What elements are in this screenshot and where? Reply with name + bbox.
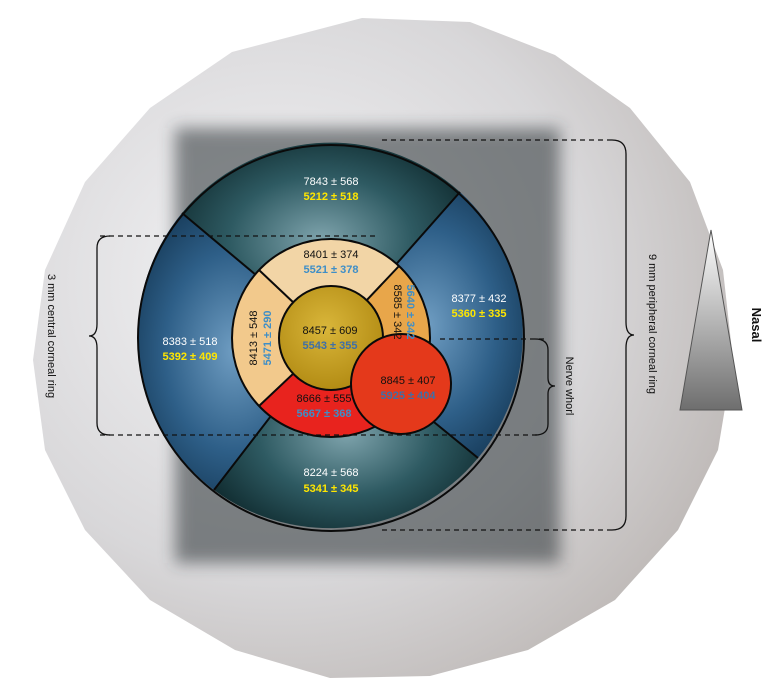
nasal-peripheral-top: 8377 ± 432 [452,293,507,305]
inferior-peripheral-top: 8224 ± 568 [304,467,359,479]
nasal-label: Nasal [749,308,764,343]
nasal-peripheral-bottom: 5360 ± 335 [452,308,507,320]
superior-peripheral-top: 7843 ± 568 [304,176,359,188]
inferior-central-bottom: 5667 ± 368 [297,408,352,420]
peripheral-ring-brace [611,139,635,531]
nerve-whorl-brace [534,338,556,436]
peripheral-guides [100,139,612,531]
central-ring-brace [88,235,111,436]
center-bottom: 5543 ± 355 [303,340,358,352]
inferior-peripheral-bottom: 5341 ± 345 [304,483,359,495]
peripheral-ring-label: 9 mm peripheral corneal ring [646,254,658,394]
temporal-peripheral-top: 8383 ± 518 [163,336,218,348]
temporal-peripheral-bottom: 5392 ± 409 [163,351,218,363]
superior-peripheral-bottom: 5212 ± 518 [304,191,359,203]
nerve-whorl-label: Nerve whorl [563,357,575,416]
whorl-bottom: 5925 ± 404 [381,390,437,402]
whorl-top: 8845 ± 407 [381,375,436,387]
nerve-whorl-circle [350,333,452,435]
inferior-central-top: 8666 ± 555 [297,393,352,405]
nasal-direction-triangle [679,229,743,411]
superior-central-top: 8401 ± 374 [304,249,359,261]
nasal-central-bottom: 5640 ± 342 [404,285,416,340]
temporal-central-top: 8413 ± 548 [248,311,260,366]
center-top: 8457 ± 609 [303,325,358,337]
nasal-central-top: 8585 ± 342 [391,285,403,340]
superior-central-bottom: 5521 ± 378 [304,264,359,276]
central-ring-label: 3 mm central corneal ring [45,274,57,398]
temporal-central-bottom: 5471 ± 290 [262,311,274,366]
